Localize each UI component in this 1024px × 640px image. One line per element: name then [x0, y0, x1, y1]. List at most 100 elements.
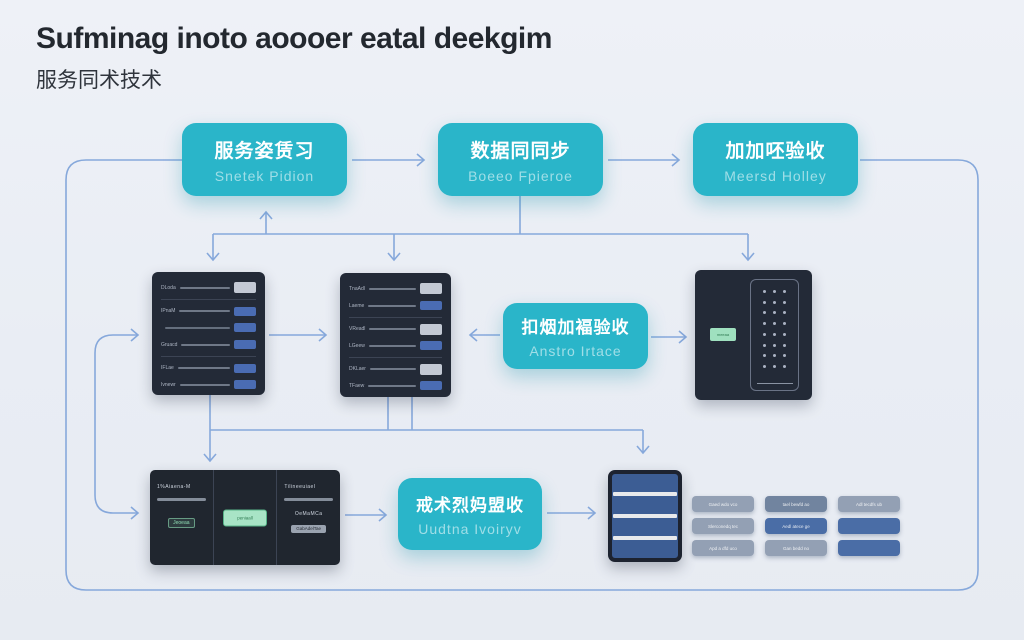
terminal-column-2: peniaall — [214, 470, 278, 565]
row-label: DKLaer — [349, 366, 366, 372]
stack-panel — [608, 470, 682, 562]
dots-grid — [759, 286, 790, 372]
row-line — [368, 344, 416, 347]
row-button-blue — [234, 306, 256, 316]
dot — [783, 311, 787, 315]
dots-baseline — [757, 383, 793, 384]
list-row: VReadl — [349, 317, 442, 337]
row-button-blue — [234, 380, 256, 389]
row-line — [179, 310, 230, 312]
stack-stripe — [613, 536, 677, 540]
green-badge: meeaa — [710, 328, 736, 341]
row-line — [368, 304, 416, 307]
stack-stripe — [613, 492, 677, 496]
dot — [762, 289, 766, 293]
flow-node-annotation-mid: 扣烟加褔验收 Anstro Irtace — [503, 303, 648, 369]
terminal-bar — [284, 498, 334, 501]
list-row: Laeme — [349, 297, 442, 314]
gray-badge: GabAdelTae — [291, 524, 327, 533]
row-label: TnaAdl — [349, 285, 365, 292]
row-button-gray — [420, 283, 442, 294]
row-label: IFLae — [161, 365, 174, 371]
list-panel-middle: TnaAdl Laeme VReadl LGeew DKLaer TFaew — [340, 273, 451, 397]
annotation-mid-subtitle: Anstro Irtace — [529, 343, 622, 359]
row-label: Gruacd — [161, 341, 178, 348]
feedback-frame — [65, 159, 979, 591]
row-line — [369, 368, 416, 370]
pill-button: Gan bedd no — [765, 540, 827, 556]
dot — [783, 365, 787, 369]
row-line — [369, 328, 416, 330]
pill-button: Gaed wdo vco — [692, 496, 754, 512]
row-button-gray — [234, 282, 256, 293]
row-button-blue — [420, 341, 442, 350]
terminal-text: 1%Aiaena-M — [157, 484, 191, 490]
list-row — [161, 319, 256, 336]
dot — [772, 300, 776, 304]
terminal-panel: 1%Aiaena-M Jeoeaa peniaall Tilineeuiael … — [150, 470, 340, 565]
row-label: VReadl — [349, 326, 366, 332]
list-row: IPnaM — [161, 299, 256, 319]
flow-node-annotation-bottom: 戒术烈妈盟收 Uudtna Ivoiryv — [398, 478, 542, 550]
dots-frame — [750, 279, 799, 391]
annotation-mid-title: 扣烟加褔验收 — [521, 318, 630, 337]
list-row: TnaAdl — [349, 280, 442, 297]
row-line — [368, 384, 416, 387]
row-button-blue — [234, 323, 256, 332]
flow-node-service-title: 服务姿赁习 — [214, 140, 315, 162]
green-text-badge: Jeoeaa — [168, 518, 195, 528]
page-subtitle: 服务同术技术 — [36, 69, 162, 92]
pill-button: Adl tecdfs ub — [838, 496, 900, 512]
row-label: IPnaM — [161, 308, 176, 314]
dot — [762, 300, 766, 304]
flow-node-sync-subtitle: Boeeo Fpieroe — [468, 167, 573, 184]
dot — [783, 343, 787, 347]
list-row: TFaew — [349, 377, 442, 394]
row-line — [368, 287, 416, 290]
terminal-column-1: 1%Aiaena-M Jeoeaa — [150, 470, 214, 565]
pill-grid: Gaed wdo vco tael bewfd ao Adl tecdfs ub… — [692, 496, 904, 556]
row-button-gray — [420, 323, 442, 335]
dot — [762, 322, 766, 326]
row-line — [179, 286, 230, 289]
list-row: Gruacd — [161, 336, 256, 353]
row-line — [179, 383, 230, 386]
row-button-blue — [420, 381, 442, 390]
dot — [772, 365, 776, 369]
list-row: DLoda — [161, 279, 256, 296]
row-label: Ivnewr — [161, 381, 176, 388]
terminal-column-3: Tilineeuiael OeMaMCa GabAdelTae — [277, 470, 340, 565]
row-label: Laeme — [349, 302, 365, 309]
flow-node-service-subtitle: Snetek Pidion — [214, 167, 315, 184]
dot — [762, 343, 766, 347]
flow-node-sync: 数据同同步 Boeeo Fpieroe — [438, 123, 603, 196]
flow-node-accept-subtitle: Meersd Holley — [724, 167, 827, 184]
pill-button — [838, 540, 900, 556]
annotation-bottom-subtitle: Uudtna Ivoiryv — [418, 521, 522, 537]
terminal-text: Tilineeuiael — [284, 484, 316, 490]
dot — [772, 289, 776, 293]
row-label: TFaew — [349, 382, 365, 389]
green-badge: peniaall — [223, 509, 267, 526]
dot — [772, 343, 776, 347]
terminal-bar — [157, 498, 206, 501]
pill-button: Aedl atece ge — [765, 518, 827, 534]
dot — [772, 354, 776, 358]
row-button-gray — [420, 363, 442, 375]
dot — [762, 365, 766, 369]
dot — [772, 322, 776, 326]
flow-node-service: 服务姿赁习 Snetek Pidion — [182, 123, 347, 196]
pill-button: Slerconedq tec — [692, 518, 754, 534]
inner-branch-top — [94, 328, 140, 420]
pill-button: tael bewfd ao — [765, 496, 827, 512]
flow-node-sync-title: 数据同同步 — [470, 140, 571, 162]
dot — [783, 322, 787, 326]
dot — [772, 311, 776, 315]
dots-panel: meeaa — [695, 270, 812, 400]
list-row: IFLae — [161, 356, 256, 376]
inner-branch-bottom — [94, 420, 140, 520]
list-row: DKLaer — [349, 357, 442, 377]
row-button-blue — [420, 301, 442, 310]
